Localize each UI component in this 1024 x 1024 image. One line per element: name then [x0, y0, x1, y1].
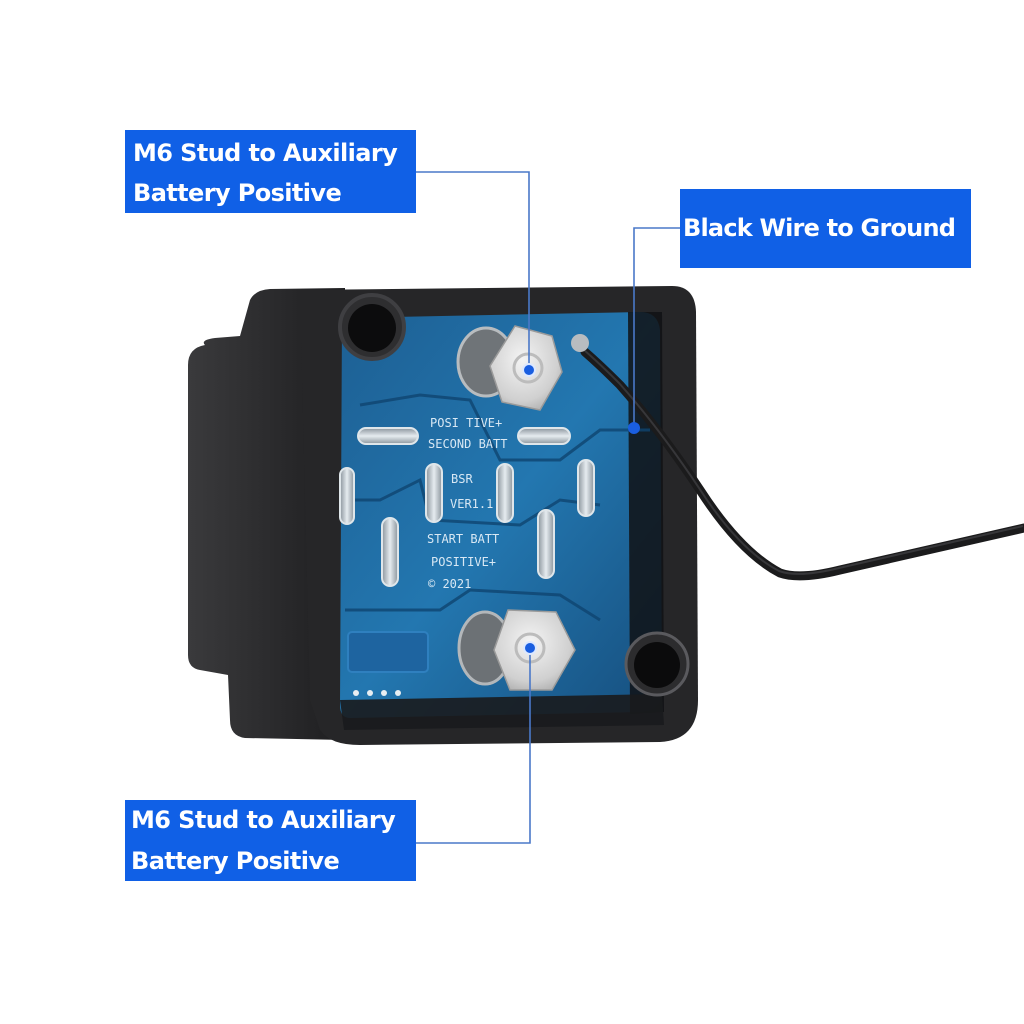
bottom-m6-stud	[457, 609, 576, 691]
ground-wire	[571, 334, 1024, 581]
callout-top-stud-line-2: Battery Positive	[133, 179, 342, 207]
callout-top-stud: M6 Stud to Auxiliary Battery Positive	[125, 130, 416, 213]
pcb-label-second-batt: SECOND BATT	[428, 437, 507, 451]
pcb-label-positive-2: POSITIVE+	[431, 555, 496, 569]
pcb-label-start-batt: START BATT	[427, 532, 499, 546]
callout-top-stud-line-1: M6 Stud to Auxiliary	[133, 139, 398, 167]
leader-bottom-stud	[416, 648, 531, 844]
pcb-pads	[339, 427, 595, 696]
leader-lines	[416, 171, 680, 844]
pcb-label-copyright: © 2021	[428, 577, 471, 591]
leader-top-stud	[416, 171, 530, 370]
pcb-label-version: VER1.1	[450, 497, 493, 511]
callout-ground-wire-line-1: Black Wire to Ground	[683, 214, 956, 242]
callout-bottom-stud-line-1: M6 Stud to Auxiliary	[131, 806, 396, 834]
callout-bottom-stud-line-2: Battery Positive	[131, 847, 340, 875]
housing	[188, 286, 698, 745]
leader-ground-wire	[633, 227, 680, 428]
marker-dots	[522, 363, 640, 655]
pcb-silkscreen: POSI TIVE+ SECOND BATT BSR VER1.1 START …	[427, 416, 507, 591]
marker-dot-bottom-stud	[523, 641, 537, 655]
callout-bottom-stud: M6 Stud to Auxiliary Battery Positive	[125, 800, 416, 881]
marker-dot-ground-wire	[628, 422, 640, 434]
pcb-label-model: BSR	[451, 472, 473, 486]
pcb-label-positive: POSI TIVE+	[430, 416, 502, 430]
callout-ground-wire: Black Wire to Ground	[680, 189, 971, 268]
marker-dot-top-stud	[522, 363, 536, 377]
